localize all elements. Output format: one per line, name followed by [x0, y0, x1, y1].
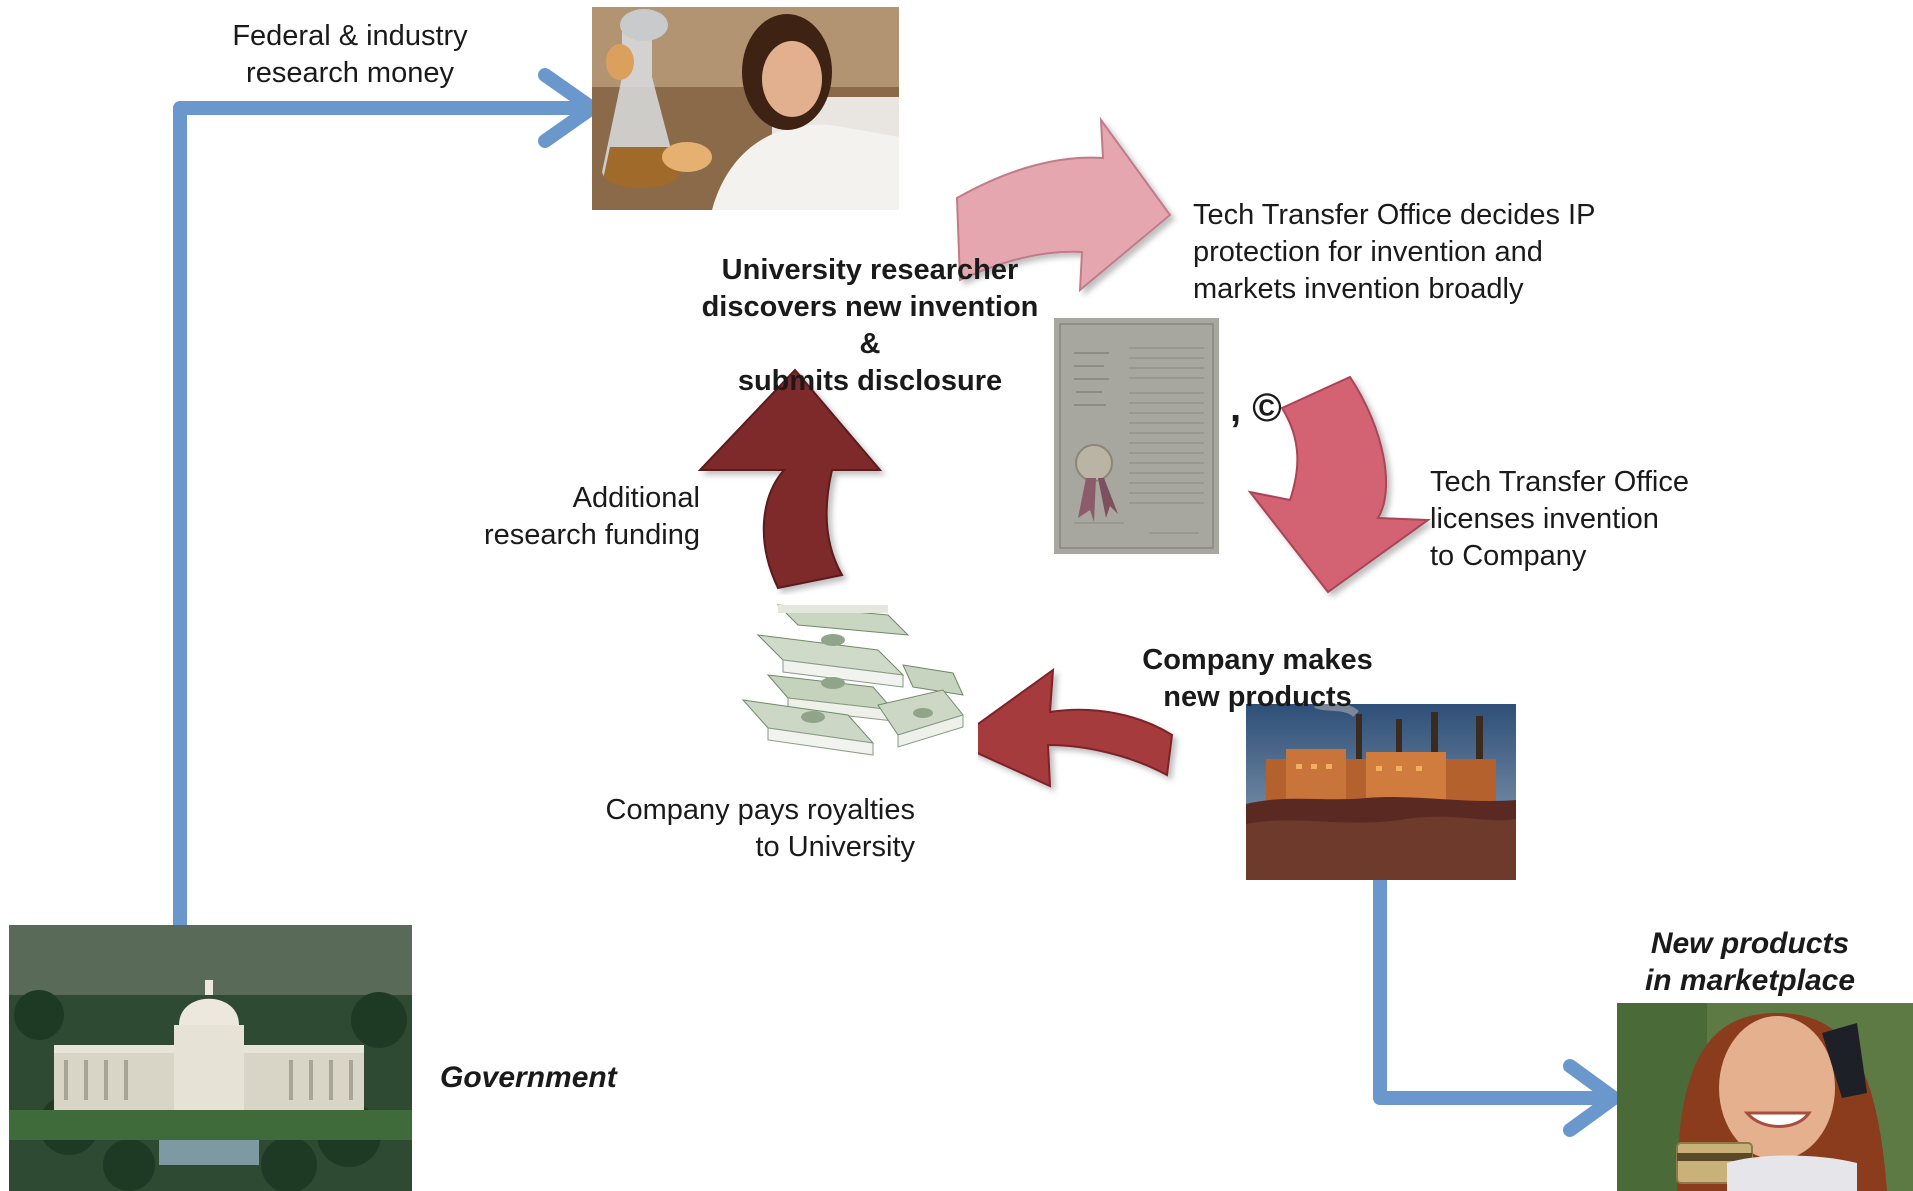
tto-licenses-label: Tech Transfer Office licenses invention … [1430, 466, 1689, 572]
additional-funding-label: Additional research funding [483, 482, 700, 551]
federal-money-label: Federal & industry research money [232, 20, 468, 89]
royalties-arrow [951, 667, 1174, 788]
factory-photo [1246, 704, 1516, 880]
marketplace-label: New products in marketplace [1644, 927, 1856, 997]
licensing-arrow [1247, 375, 1431, 594]
money-stacks [738, 595, 978, 775]
royalties-label: Company pays royalties to University [605, 794, 915, 863]
ip-symbols-label: , © [1230, 386, 1282, 430]
marketplace-connector [1373, 880, 1621, 1137]
consumer-photo [1617, 1003, 1913, 1191]
disclosure-arrow [955, 116, 1172, 293]
researcher-label: University researcher discovers new inve… [701, 254, 1039, 397]
funding-arrow [697, 368, 883, 590]
government-label: Government [440, 1061, 617, 1094]
tto-decides-label: Tech Transfer Office decides IP protecti… [1193, 199, 1596, 305]
patent-document [1054, 318, 1219, 554]
researcher-photo [592, 7, 899, 210]
capitol-photo [9, 925, 412, 1191]
company-makes-label: Company makes new products [1142, 644, 1373, 713]
